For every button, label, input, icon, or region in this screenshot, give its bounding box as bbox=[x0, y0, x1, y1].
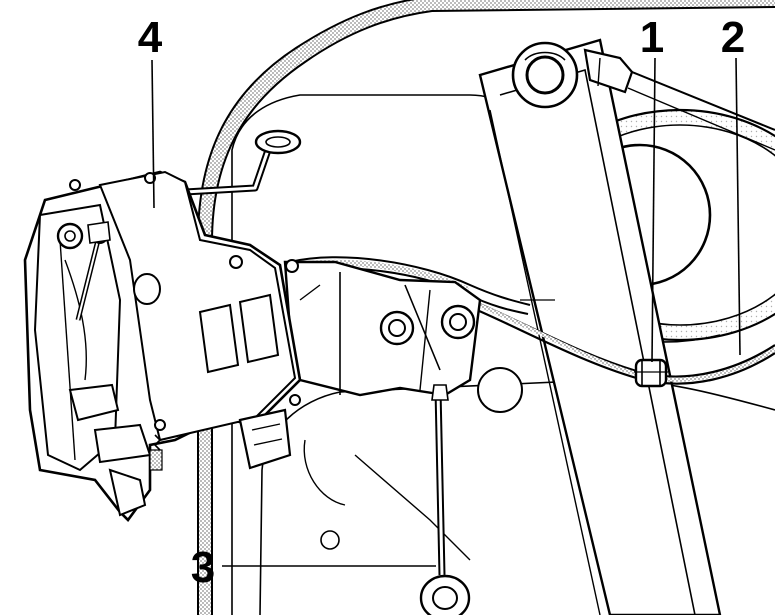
lock-label-plates bbox=[198, 293, 280, 374]
connecting-rod bbox=[184, 129, 302, 196]
cable-clip bbox=[634, 358, 668, 388]
panel-hole bbox=[320, 530, 340, 550]
callout-labels: 1 2 3 4 bbox=[138, 13, 745, 592]
window-guide-rail bbox=[478, 38, 775, 615]
bowden-cable bbox=[469, 298, 775, 388]
lock-electrical-connector bbox=[238, 408, 292, 470]
callout-2-label: 2 bbox=[721, 13, 745, 62]
callout-4-leader bbox=[151, 59, 155, 209]
callout-1-leader bbox=[651, 57, 656, 363]
callout-1-label: 1 bbox=[640, 13, 664, 62]
callout-3-label: 3 bbox=[191, 543, 215, 592]
operating-rod bbox=[419, 384, 471, 615]
panel-hole bbox=[477, 367, 523, 413]
callout-4-label: 4 bbox=[138, 13, 163, 62]
callout-2-leader bbox=[735, 57, 741, 356]
door-lock-unit bbox=[23, 170, 302, 522]
callout-leaders bbox=[151, 57, 741, 567]
lock-latch-mechanism bbox=[33, 203, 163, 517]
mounting-bracket bbox=[283, 259, 482, 397]
